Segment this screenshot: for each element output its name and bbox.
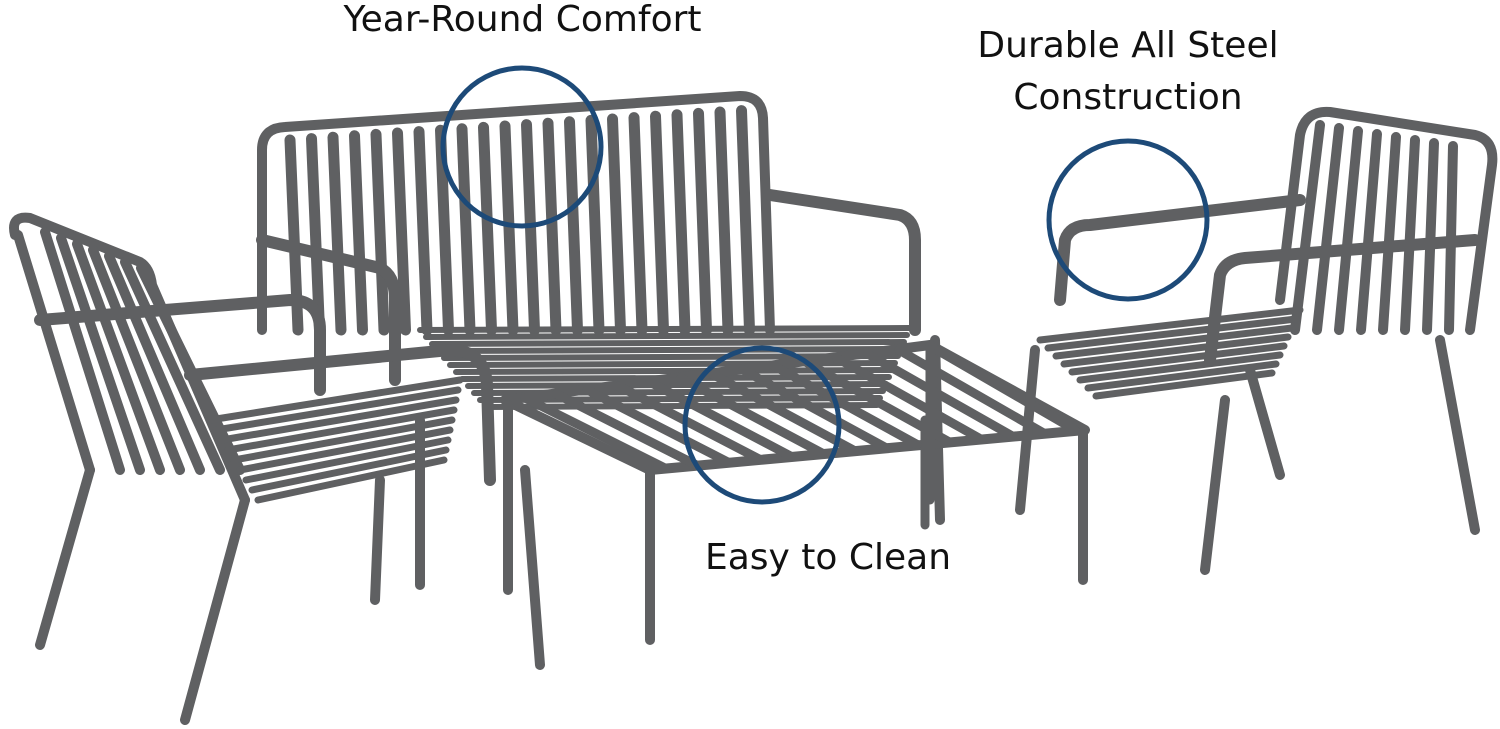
right-chair-back-slat xyxy=(1422,138,1439,335)
right-chair-seat-slat xyxy=(1060,333,1292,368)
right-chair-seat-slat xyxy=(1044,315,1300,352)
table-slat xyxy=(894,345,1048,438)
seat-slat xyxy=(447,360,898,368)
left-chair-seat-slat xyxy=(224,406,458,454)
right-chair-seat-slat xyxy=(1036,306,1304,344)
callout-durable-steel-line1: Durable All Steel xyxy=(977,25,1279,66)
left-armchair xyxy=(9,212,545,725)
back-slat xyxy=(671,109,691,336)
seat-slat xyxy=(435,346,904,354)
left-chair-back-slat xyxy=(40,227,125,475)
left-chair-leg xyxy=(13,230,95,475)
right-armchair xyxy=(1015,106,1498,575)
seat-slat xyxy=(423,332,910,340)
right-chair-back-slat xyxy=(1312,123,1344,335)
table-slat xyxy=(769,361,922,450)
callout-durable-steel-line2: Construction xyxy=(1013,77,1243,118)
right-chair-back-frame xyxy=(1275,106,1498,335)
left-chair-back-slat xyxy=(120,257,225,475)
back-slat xyxy=(435,124,454,336)
loveseat-back-frame xyxy=(257,91,775,335)
right-chair-armrest-front xyxy=(1204,234,1481,366)
right-chair-leg xyxy=(1435,335,1480,535)
left-chair-seat-slat xyxy=(254,456,448,504)
table-slat xyxy=(800,357,954,447)
right-chair-seat-slat xyxy=(1092,369,1276,400)
back-slat xyxy=(327,131,347,336)
back-slat xyxy=(585,114,605,336)
back-slat xyxy=(564,116,583,336)
back-slat xyxy=(349,130,368,336)
table-slat xyxy=(676,373,828,458)
right-chair-seat-slat xyxy=(1076,351,1284,384)
seat-slat xyxy=(465,381,889,389)
left-chair-seat-slat xyxy=(218,396,460,444)
right-chair-seat-slat xyxy=(1068,342,1288,376)
back-slat xyxy=(650,110,669,336)
table-slat xyxy=(582,385,733,467)
right-chair-back-slat xyxy=(1334,126,1363,335)
table-slat xyxy=(863,349,1017,441)
table-slat xyxy=(738,365,891,453)
table-slat xyxy=(707,369,859,455)
back-slat xyxy=(714,106,734,336)
left-chair-seat-slat xyxy=(212,386,462,434)
back-slat xyxy=(478,121,497,336)
left-chair-leg xyxy=(370,475,385,605)
callout-ring-comfort xyxy=(440,65,604,229)
left-chair-seat-slat xyxy=(248,446,450,494)
left-chair-back-slat xyxy=(104,251,205,475)
left-chair-seat-slat xyxy=(242,436,452,484)
table-slat xyxy=(645,377,796,461)
right-chair-seat-slat xyxy=(1084,360,1280,392)
right-chair-back-slat xyxy=(1356,129,1382,335)
back-slat xyxy=(499,120,519,336)
back-slat xyxy=(736,105,755,336)
table-slat xyxy=(520,393,670,473)
back-slat xyxy=(413,126,433,336)
back-slat xyxy=(370,128,390,336)
back-slat xyxy=(542,117,562,336)
table-slat xyxy=(551,389,702,470)
right-chair-back-slat xyxy=(1400,135,1420,335)
right-chair-back-slat xyxy=(1290,120,1325,335)
callout-year-round-comfort: Year-Round Comfort xyxy=(343,0,702,40)
left-chair-seat-slat xyxy=(230,416,456,464)
back-slat xyxy=(456,123,476,336)
back-slat xyxy=(607,113,626,336)
back-slat xyxy=(392,127,411,336)
left-chair-armrest-front xyxy=(184,344,496,486)
seat-slat xyxy=(417,325,913,333)
right-chair-back-slat xyxy=(1378,132,1401,335)
back-slat xyxy=(693,107,712,336)
callout-ring-steel xyxy=(1046,138,1210,302)
callout-easy-to-clean: Easy to Clean xyxy=(704,537,952,578)
callout-ring-clean xyxy=(682,345,842,505)
left-chair-seat-slat xyxy=(236,426,454,474)
right-armrest xyxy=(764,189,921,336)
left-chair-leg xyxy=(35,465,95,650)
back-slat xyxy=(306,133,325,336)
loveseat xyxy=(256,91,945,590)
left-chair-back-slat xyxy=(56,233,145,475)
right-chair-leg xyxy=(1245,365,1285,480)
left-chair-leg xyxy=(520,465,545,670)
left-armrest xyxy=(256,234,401,386)
right-chair-seat-slat xyxy=(1052,324,1296,360)
seat-slat xyxy=(429,339,907,347)
left-chair-seat-slat xyxy=(206,376,464,424)
left-chair-leg xyxy=(180,495,250,725)
right-chair-leg xyxy=(1200,395,1230,575)
back-slat xyxy=(628,112,648,336)
coffee-table xyxy=(500,340,1090,645)
left-chair-armrest-back xyxy=(34,294,326,396)
left-chair-back-slat xyxy=(88,245,185,475)
table-slat xyxy=(925,341,1080,435)
right-chair-armrest-back xyxy=(1054,194,1306,306)
table-slat xyxy=(613,381,765,464)
table-slat xyxy=(832,353,985,444)
right-chair-leg xyxy=(1015,345,1040,515)
left-chair-back-slat xyxy=(72,239,165,475)
